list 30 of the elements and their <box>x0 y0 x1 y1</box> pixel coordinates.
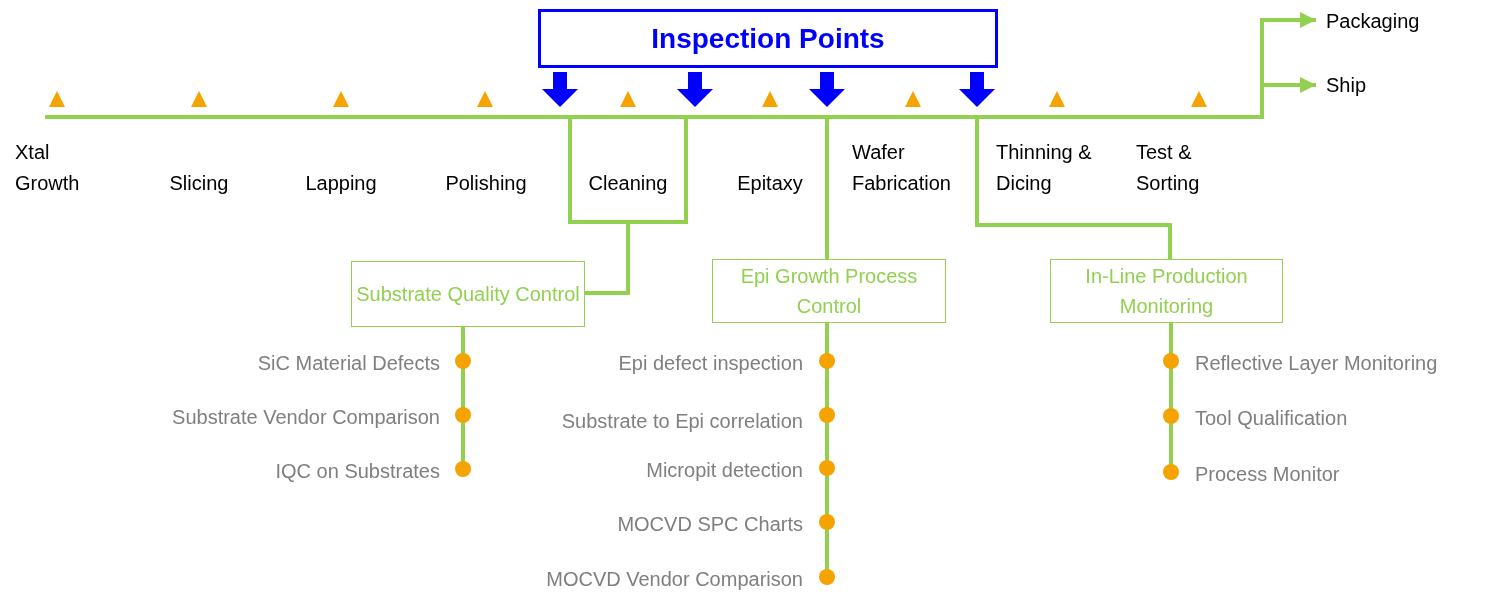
arrow <box>1260 77 1316 117</box>
check-item-label: MOCVD SPC Charts <box>616 512 803 537</box>
output-label: Ship <box>1316 70 1396 100</box>
check-item-label: Substrate to Epi correlation <box>560 409 803 434</box>
process-step-label: Xtal Growth <box>15 140 81 196</box>
output-label: Packaging <box>1316 6 1441 36</box>
check-item-label: SiC Material Defects <box>256 351 440 376</box>
process-step-label: Wafer Fabrication <box>852 140 952 196</box>
title-box: Inspection Points <box>538 9 998 68</box>
check-item-label: Reflective Layer Monitoring <box>1195 351 1439 376</box>
process-step-label: Slicing <box>168 171 230 196</box>
process-step-label: Epitaxy <box>736 171 804 196</box>
process-step-label: Polishing <box>444 171 528 196</box>
check-item-label: Substrate Vendor Comparison <box>171 405 440 430</box>
check-item-label: Tool Qualification <box>1195 406 1349 431</box>
process-step-label: Lapping <box>304 171 378 196</box>
process-step-label: Cleaning <box>587 171 669 196</box>
check-item-label: Process Monitor <box>1195 462 1341 487</box>
process-step-label: Test & Sorting <box>1136 140 1201 196</box>
check-item-label: IQC on Substrates <box>274 459 440 484</box>
check-item-label: MOCVD Vendor Comparison <box>545 567 803 592</box>
connector-line <box>975 117 1172 259</box>
process-step-label: Thinning & Dicing <box>996 140 1093 196</box>
category-box: Epi Growth Process Control <box>712 259 946 323</box>
check-item-label: Epi defect inspection <box>617 351 803 376</box>
category-box: In-Line Production Monitoring <box>1050 259 1283 323</box>
connector-line <box>825 117 829 259</box>
check-item-label: Micropit detection <box>645 458 803 483</box>
category-box: Substrate Quality Control <box>351 261 585 327</box>
arrow <box>45 12 1316 119</box>
